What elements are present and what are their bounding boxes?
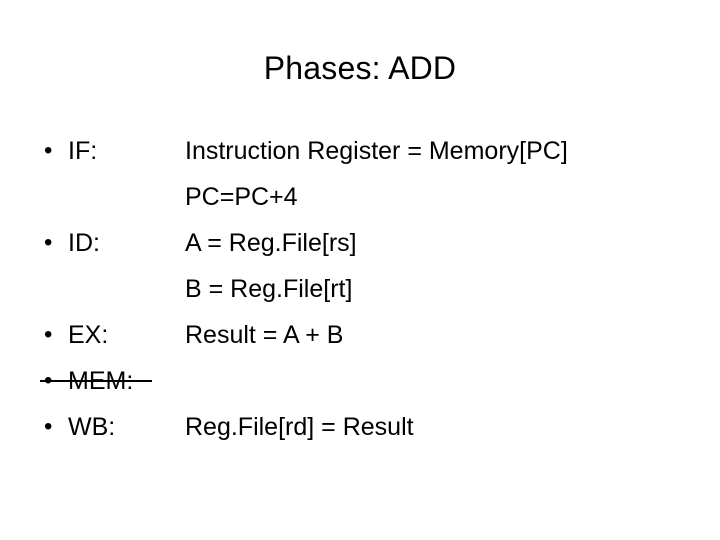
bullet-icon: • [44, 321, 53, 348]
list-item-mem[interactable]: • MEM: [0, 358, 720, 404]
bullet-icon: • [44, 413, 53, 440]
list-item-wb[interactable]: • WB: Reg.File[rd] = Result [0, 404, 720, 450]
bullet-icon: • [44, 229, 53, 256]
phase-detail-id-a: A = Reg.File[rs] [185, 229, 357, 257]
strikethrough-line [40, 380, 152, 382]
list-item-id[interactable]: • ID: A = Reg.File[rs] [0, 220, 720, 266]
phase-detail-wb: Reg.File[rd] = Result [185, 413, 414, 441]
phase-detail-ex: Result = A + B [185, 321, 344, 349]
page-title: Phases: ADD [263, 50, 457, 86]
phase-label-id: ID: [68, 229, 100, 257]
phase-list: • IF: Instruction Register = Memory[PC] … [0, 128, 720, 450]
list-item-if[interactable]: • IF: Instruction Register = Memory[PC] [0, 128, 720, 174]
phase-detail-pc-increment: PC=PC+4 [185, 183, 298, 211]
phase-label-ex: EX: [68, 321, 109, 349]
list-item-ex[interactable]: • EX: Result = A + B [0, 312, 720, 358]
phase-detail-id-b: B = Reg.File[rt] [185, 275, 353, 303]
bullet-icon: • [44, 137, 53, 164]
phase-label-wb: WB: [68, 413, 116, 441]
phase-label-if: IF: [68, 137, 98, 165]
list-item-if-continuation[interactable]: PC=PC+4 [0, 174, 720, 220]
list-item-id-continuation[interactable]: B = Reg.File[rt] [0, 266, 720, 312]
phase-detail-if: Instruction Register = Memory[PC] [185, 137, 568, 165]
